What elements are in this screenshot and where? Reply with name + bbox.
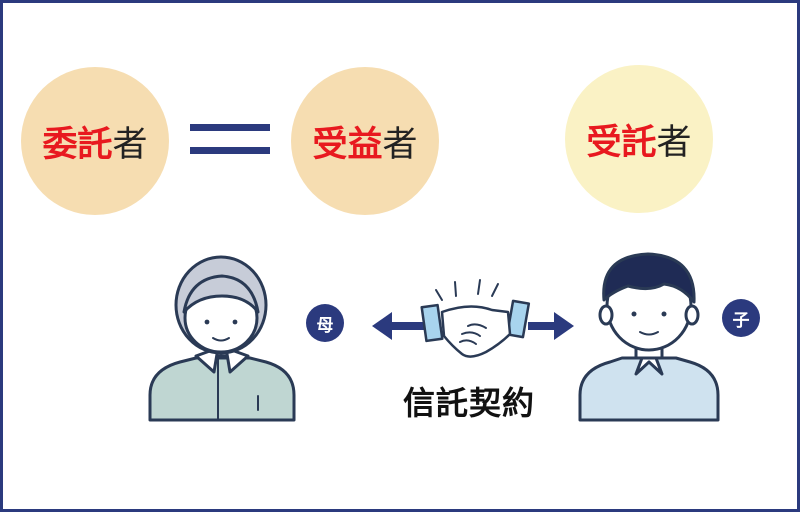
- child-illustration: [578, 252, 720, 422]
- arrow-left-icon: [372, 312, 432, 340]
- handshake-icon: [420, 279, 531, 358]
- trust-contract-label: 信託契約: [403, 384, 536, 422]
- beneficiary-suffix: 者: [382, 124, 418, 165]
- settlor-suffix: 者: [112, 124, 148, 165]
- mother-badge: 母: [306, 304, 344, 342]
- equals-bar-top: [190, 124, 270, 131]
- equals-bar-bottom: [190, 147, 270, 154]
- beneficiary-circle: 受益者: [291, 67, 439, 215]
- beneficiary-accent: 受益: [312, 124, 383, 165]
- settlor-accent: 委託: [42, 124, 113, 165]
- mother-illustration: [148, 255, 296, 422]
- trustee-circle: 受託者: [565, 65, 713, 213]
- settlor-circle: 委託者: [21, 67, 169, 215]
- trustee-suffix: 者: [656, 122, 692, 163]
- child-badge: 子: [722, 299, 760, 337]
- trustee-accent: 受託: [586, 122, 657, 163]
- arrow-right-icon: [528, 312, 574, 340]
